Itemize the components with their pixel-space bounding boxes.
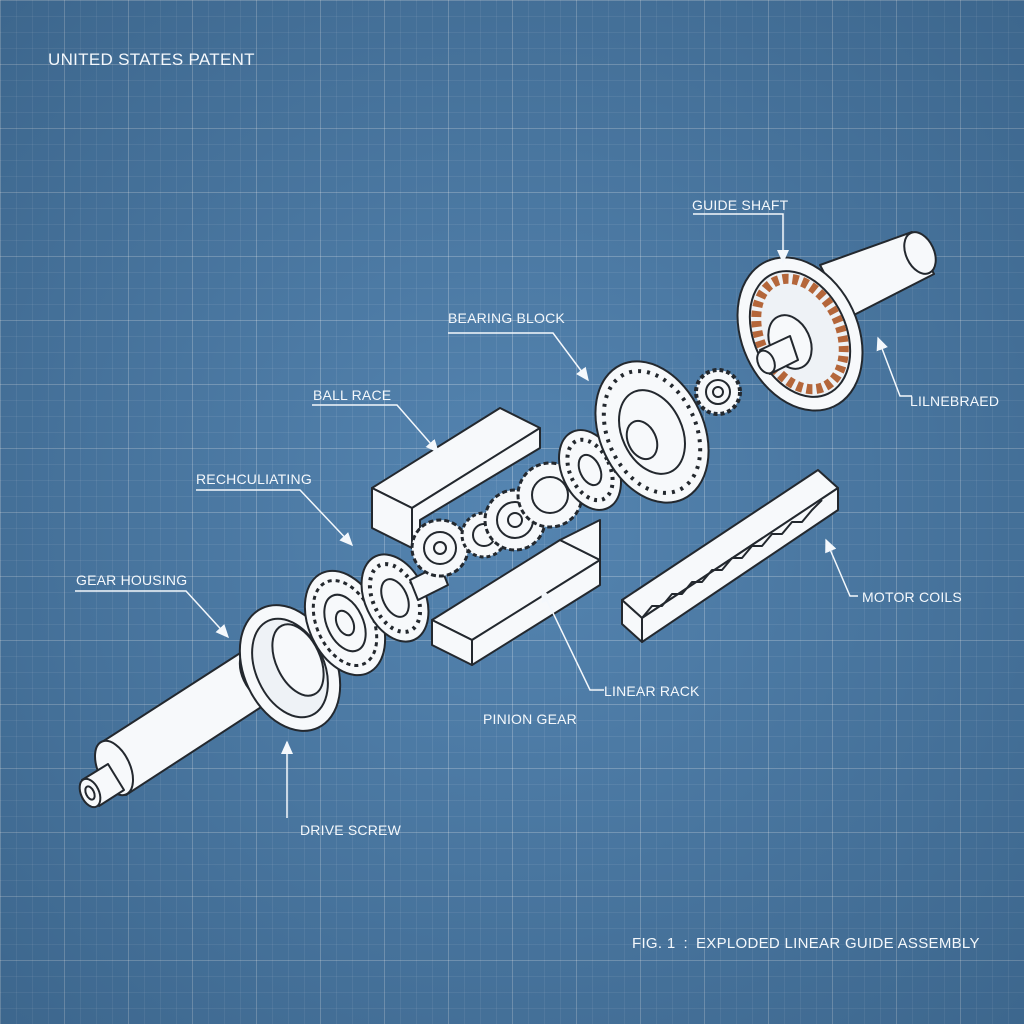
- figure-caption: FIG. 1: EXPLODED LINEAR GUIDE ASSEMBLY: [632, 935, 980, 952]
- label-bearing-block: BEARING BLOCK: [448, 310, 565, 326]
- label-linear-rack: LINEAR RACK: [604, 683, 700, 699]
- linear-rack-part: [621, 469, 839, 643]
- label-motor-coils: MOTOR COILS: [862, 589, 962, 605]
- small-pinion-part: [694, 368, 742, 416]
- leader-linear-rack: [541, 588, 604, 691]
- label-drive-screw: DRIVE SCREW: [300, 822, 401, 838]
- figure-title: EXPLODED LINEAR GUIDE ASSEMBLY: [695, 935, 980, 952]
- leader-ball-race: [312, 404, 439, 454]
- housing-block-part: [371, 407, 601, 666]
- figure-number: FIG. 1: [632, 935, 676, 952]
- leader-gear-housing: [75, 590, 230, 639]
- ball-race-part: [360, 553, 449, 643]
- label-linebraed: LILNEBRAED: [910, 393, 1000, 409]
- patent-header: UNITED STATES PATENT: [48, 50, 255, 69]
- guide-shaft-part: [736, 231, 937, 412]
- bearing-block-part: [594, 360, 710, 504]
- leader-bearing-block: [448, 332, 589, 382]
- label-ball-race: BALL RACE: [313, 387, 392, 403]
- label-pinion-gear: PINION GEAR: [483, 711, 577, 727]
- leader-motor-coils: [825, 538, 858, 597]
- label-guide-shaft: GUIDE SHAFT: [692, 197, 789, 213]
- leader-linebraed: [876, 336, 912, 397]
- label-gear-housing: GEAR HOUSING: [76, 572, 188, 588]
- label-recirculating: RECHCULIATING: [196, 471, 312, 487]
- leader-guide-shaft: [693, 213, 789, 264]
- leader-recirculating: [196, 489, 354, 547]
- figure-separator: :: [683, 935, 688, 952]
